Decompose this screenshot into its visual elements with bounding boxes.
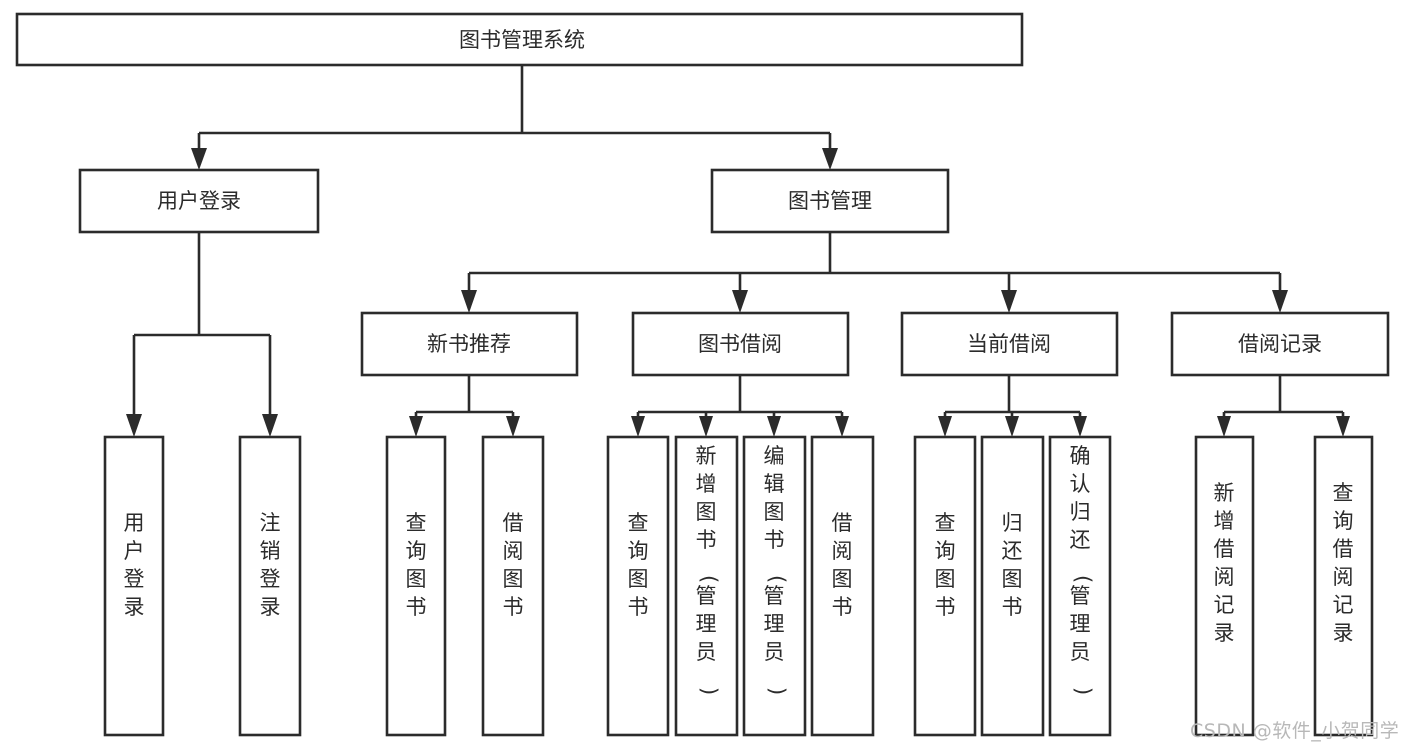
arrowhead-book-borrow (732, 290, 748, 313)
node-new-book-recommend-label: 新书推荐 (427, 332, 511, 356)
node-root[interactable]: 图书管理系统 (15, 12, 1024, 67)
arrowhead-bb-query-book (631, 416, 645, 437)
arrowhead-current-borrow (1001, 290, 1017, 313)
arrowhead-new-book-recommend (461, 290, 477, 313)
arrowhead-cb-return-book (1005, 416, 1019, 437)
node-br-add-record-label: 新增借阅记录 (1214, 481, 1235, 645)
arrowhead-book-manage (822, 148, 838, 170)
node-cb-return-book-label: 归还图书 (1002, 511, 1023, 619)
node-nbr-query-book-box[interactable] (385, 435, 447, 737)
node-layer: 图书管理系统 用户登录 图书管理 新书推荐 图书借阅 (15, 12, 1390, 737)
node-br-add-record[interactable]: 新增借阅记录 (1194, 435, 1255, 737)
node-book-borrow-box[interactable] (631, 311, 850, 377)
node-cb-query-book[interactable]: 查询图书 (913, 435, 977, 737)
node-bb-add-book-label: 新增图书(管理员) (696, 444, 721, 695)
arrowhead-cb-confirm-return (1073, 416, 1087, 437)
node-book-borrow-label: 图书借阅 (698, 332, 782, 356)
arrowhead-bb-add-book (699, 416, 713, 437)
node-user-login-do-box[interactable] (103, 435, 165, 737)
node-cb-return-book-box[interactable] (980, 435, 1045, 737)
node-user-login-label: 用户登录 (157, 189, 241, 213)
arrowhead-user-logout (262, 414, 278, 437)
node-root-label: 图书管理系统 (459, 28, 585, 52)
arrowhead-cb-query-book (938, 416, 952, 437)
node-cb-query-book-box[interactable] (913, 435, 977, 737)
node-root-box[interactable] (15, 12, 1024, 67)
node-nbr-borrow-book-box[interactable] (481, 435, 545, 737)
node-current-borrow[interactable]: 当前借阅 (900, 311, 1119, 377)
node-borrow-record-label: 借阅记录 (1238, 332, 1322, 356)
arrowhead-nbr-borrow-book (506, 416, 520, 437)
arrowhead-user-login-do (126, 414, 142, 437)
node-br-add-record-box[interactable] (1194, 435, 1255, 737)
node-current-borrow-label: 当前借阅 (967, 332, 1051, 356)
node-bb-borrow-book[interactable]: 借阅图书 (810, 435, 875, 737)
node-book-manage-label: 图书管理 (788, 189, 872, 213)
arrowhead-bb-borrow-book (835, 416, 849, 437)
node-user-login-box[interactable] (78, 168, 320, 234)
node-user-logout-label: 注销登录 (260, 511, 281, 619)
node-borrow-record[interactable]: 借阅记录 (1170, 311, 1390, 377)
connector-layer (126, 65, 1350, 437)
node-current-borrow-box[interactable] (900, 311, 1119, 377)
node-bb-borrow-book-box[interactable] (810, 435, 875, 737)
node-bb-query-book-label: 查询图书 (628, 511, 649, 619)
node-nbr-query-book[interactable]: 查询图书 (385, 435, 447, 737)
arrowhead-nbr-query-book (409, 416, 423, 437)
node-user-login[interactable]: 用户登录 (78, 168, 320, 234)
node-book-manage-box[interactable] (710, 168, 950, 234)
node-borrow-record-box[interactable] (1170, 311, 1390, 377)
node-bb-add-book-box[interactable] (674, 435, 739, 737)
node-br-query-record[interactable]: 查询借阅记录 (1313, 435, 1374, 737)
node-new-book-recommend-box[interactable] (360, 311, 579, 377)
node-bb-edit-book-box[interactable] (742, 435, 807, 737)
node-br-query-record-box[interactable] (1313, 435, 1374, 737)
node-nbr-borrow-book[interactable]: 借阅图书 (481, 435, 545, 737)
node-user-logout[interactable]: 注销登录 (238, 435, 302, 737)
node-cb-confirm-return-label: 确认归还(管理员) (1070, 444, 1095, 695)
node-bb-borrow-book-label: 借阅图书 (832, 511, 853, 619)
node-br-query-record-label: 查询借阅记录 (1333, 481, 1354, 645)
node-new-book-recommend[interactable]: 新书推荐 (360, 311, 579, 377)
arrowhead-br-add-record (1217, 416, 1231, 437)
node-cb-confirm-return[interactable]: 确认归还(管理员) (1048, 435, 1112, 737)
node-cb-query-book-label: 查询图书 (935, 511, 956, 619)
node-bb-query-book[interactable]: 查询图书 (606, 435, 670, 737)
node-user-login-do-label: 用户登录 (124, 511, 145, 619)
node-bb-add-book[interactable]: 新增图书(管理员) (674, 435, 739, 737)
node-bb-edit-book[interactable]: 编辑图书(管理员) (742, 435, 807, 737)
node-cb-return-book[interactable]: 归还图书 (980, 435, 1045, 737)
arrowhead-borrow-record (1272, 290, 1288, 313)
node-user-login-do[interactable]: 用户登录 (103, 435, 165, 737)
node-bb-edit-book-label: 编辑图书(管理员) (764, 444, 789, 695)
node-book-borrow[interactable]: 图书借阅 (631, 311, 850, 377)
node-user-logout-box[interactable] (238, 435, 302, 737)
node-bb-query-book-box[interactable] (606, 435, 670, 737)
node-nbr-borrow-book-label: 借阅图书 (503, 511, 524, 619)
node-book-manage[interactable]: 图书管理 (710, 168, 950, 234)
arrowhead-br-query-record (1336, 416, 1350, 437)
arrowhead-bb-edit-book (767, 416, 781, 437)
csdn-watermark: CSDN @软件_小贺同学 (1190, 720, 1400, 742)
node-nbr-query-book-label: 查询图书 (406, 511, 427, 619)
arrowhead-user-login (191, 148, 207, 170)
node-cb-confirm-return-box[interactable] (1048, 435, 1112, 737)
